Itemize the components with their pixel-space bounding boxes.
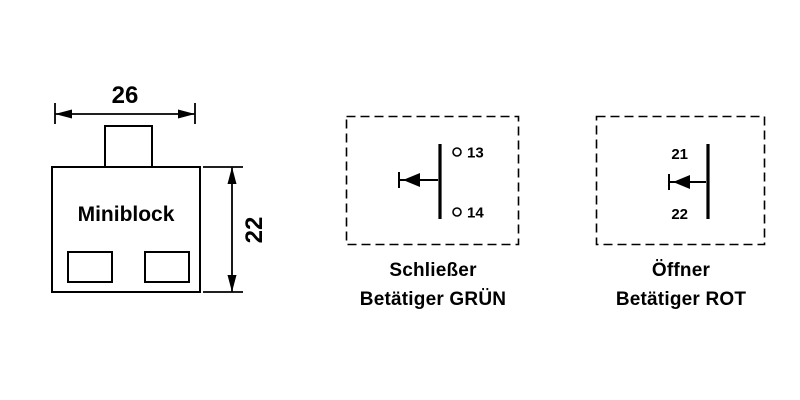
terminal-14-label: 14 bbox=[467, 205, 484, 222]
nc-contact-symbol: 21 22 bbox=[595, 115, 766, 246]
no-contact-caption-line1: Schließer bbox=[389, 260, 477, 281]
dashed-border bbox=[345, 115, 520, 246]
nc-contact-caption-line1: Öffner bbox=[651, 260, 711, 281]
arrowhead-right-icon bbox=[178, 109, 195, 119]
arrowhead-down-icon bbox=[227, 275, 237, 292]
dashed-border bbox=[595, 115, 766, 246]
miniblock-window-left bbox=[67, 251, 113, 283]
no-contact-symbol: 13 14 bbox=[345, 115, 520, 246]
terminal-circle bbox=[452, 207, 462, 217]
terminal-22-label: 22 bbox=[671, 206, 688, 223]
miniblock-body bbox=[51, 166, 201, 293]
miniblock-label: Miniblock bbox=[78, 203, 175, 226]
arrowhead-up-icon bbox=[227, 167, 237, 184]
arrowhead-left-icon bbox=[55, 109, 72, 119]
terminal-circle bbox=[452, 147, 462, 157]
no-contact-caption: Schließer Betätiger GRÜN bbox=[328, 257, 538, 314]
height-dimension: 22 bbox=[203, 166, 268, 293]
width-dimension-label: 26 bbox=[112, 82, 139, 109]
terminal-13-label: 13 bbox=[467, 145, 484, 162]
nc-contact-caption: Öffner Betätiger ROT bbox=[576, 257, 786, 314]
actuator-arrow-icon bbox=[668, 174, 706, 190]
nc-contact-caption-line2: Betätiger ROT bbox=[615, 288, 747, 310]
width-dimension: 26 bbox=[54, 82, 196, 124]
miniblock-tab bbox=[104, 125, 153, 168]
no-contact-caption-line2: Betätiger GRÜN bbox=[359, 288, 507, 310]
terminal-21-label: 21 bbox=[671, 146, 688, 163]
actuator-arrow-icon bbox=[398, 172, 438, 188]
miniblock-window-right bbox=[144, 251, 190, 283]
miniblock-drawing: 26 Miniblock 22 bbox=[51, 82, 268, 293]
height-dimension-label: 22 bbox=[241, 217, 268, 244]
